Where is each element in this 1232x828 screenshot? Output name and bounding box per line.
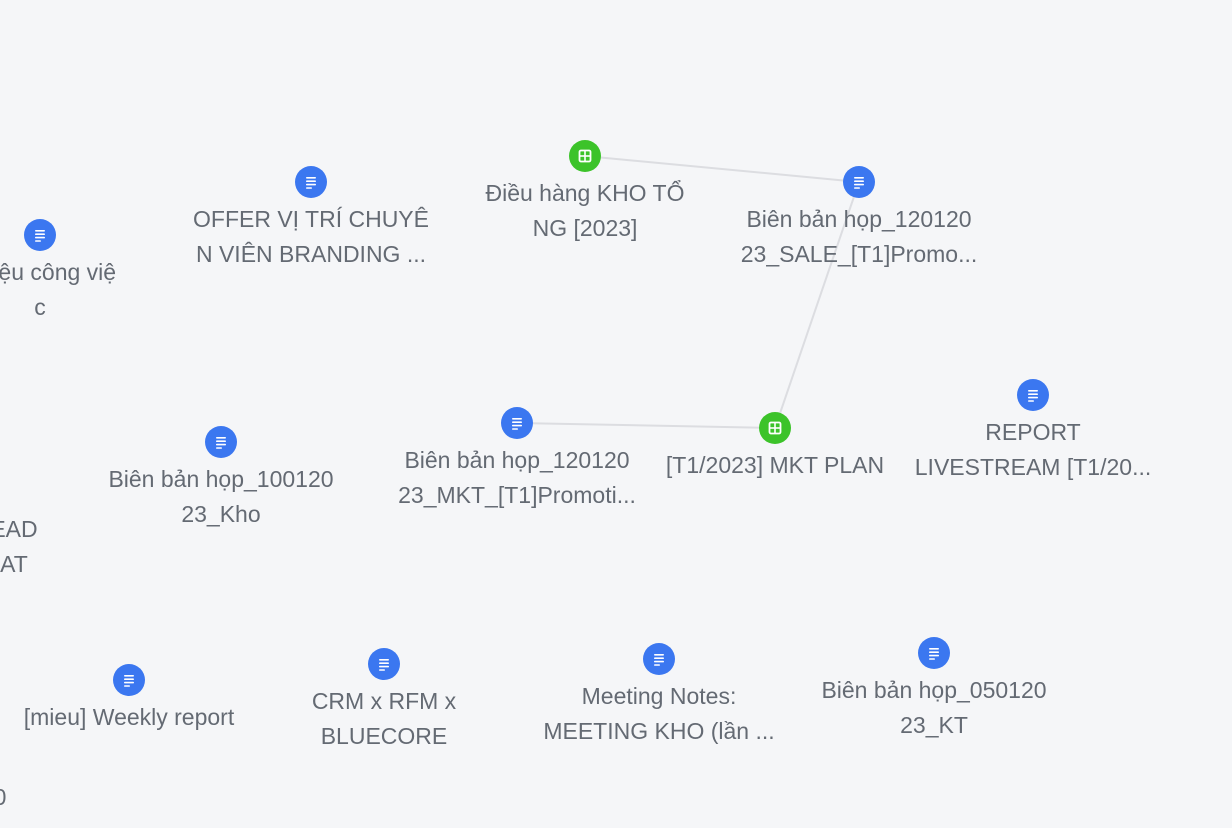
spreadsheet-icon[interactable] [569, 140, 601, 172]
graph-node-label-line: Biên bản họp_120120 [746, 206, 972, 232]
graph-node-label-line: c [34, 294, 46, 320]
document-icon[interactable] [295, 166, 327, 198]
document-icon[interactable] [24, 219, 56, 251]
graph-node-label-line: N VIÊN BRANDING ... [195, 241, 427, 267]
graph-node-label-line: Biên bản họp_120120 [404, 447, 630, 473]
graph-node-label-line: CRM x RFM x [311, 688, 457, 714]
spreadsheet-icon[interactable] [759, 412, 791, 444]
document-icon[interactable] [643, 643, 675, 675]
graph-node-label-line: 23_SALE_[T1]Promo... [740, 241, 978, 267]
graph-node-label: REPORT LIVESTREAM [T1/20... [903, 415, 1163, 485]
graph-node-label-line: [T1/2023] MKT PLAN [665, 452, 885, 478]
graph-node-label-line: NG [2023] [532, 215, 638, 241]
graph-node-label-line: OFFER VỊ TRÍ CHUYÊ [193, 206, 429, 232]
graph-node-label: Biên bản họp_100120 23_Kho [91, 462, 351, 532]
graph-node-label: Biên bản họp_050120 23_KT [804, 673, 1064, 743]
document-icon[interactable] [113, 664, 145, 696]
graph-node-label-line: AT [0, 551, 28, 577]
graph-node-label: OFFER VỊ TRÍ CHUYÊ N VIÊN BRANDING ... [181, 202, 441, 272]
graph-node-label-line: ài liệu công việ [0, 259, 117, 285]
graph-node-label-line: LIVESTREAM [T1/20... [914, 454, 1152, 480]
graph-node-label-line: REPORT [985, 419, 1081, 445]
graph-node-label-line: 0 [0, 780, 130, 815]
graph-node-label-line: EAD [0, 516, 38, 542]
graph-node-label-line: Meeting Notes: [581, 683, 737, 709]
graph-node-label-line: BLUECORE [320, 723, 448, 749]
graph-node-label-line: 23_KT [900, 712, 968, 738]
graph-node-label: EAD AT [0, 512, 144, 582]
graph-node-label-line: 23_Kho [181, 501, 261, 527]
document-icon[interactable] [843, 166, 875, 198]
graph-node-label-line: Điều hàng KHO TỔ [485, 180, 685, 206]
graph-node-label-line: MEETING KHO (lần ... [543, 718, 775, 744]
graph-node-label: Điều hàng KHO TỔ NG [2023] [455, 176, 715, 246]
graph-node-label: Meeting Notes: MEETING KHO (lần ... [529, 679, 789, 749]
graph-node-label: 0 [0, 780, 130, 815]
graph-node-label: Biên bản họp_120120 23_MKT_[T1]Promoti... [387, 443, 647, 513]
document-icon[interactable] [368, 648, 400, 680]
graph-node-label: Biên bản họp_120120 23_SALE_[T1]Promo... [729, 202, 989, 272]
graph-node-label: ài liệu công việ c [0, 255, 170, 325]
document-icon[interactable] [501, 407, 533, 439]
graph-node-label-line: Biên bản họp_100120 [108, 466, 334, 492]
graph-node-label: CRM x RFM x BLUECORE [254, 684, 514, 754]
document-icon[interactable] [918, 637, 950, 669]
graph-node-label-line: 23_MKT_[T1]Promoti... [398, 482, 636, 508]
graph-node-label: [T1/2023] MKT PLAN [645, 448, 905, 483]
graph-node-label-line: [mieu] Weekly report [23, 704, 235, 730]
graph-edge [516, 422, 776, 429]
graph-node-label: [mieu] Weekly report [0, 700, 259, 735]
document-icon[interactable] [1017, 379, 1049, 411]
document-icon[interactable] [205, 426, 237, 458]
graph-node-label-line: Biên bản họp_050120 [821, 677, 1047, 703]
